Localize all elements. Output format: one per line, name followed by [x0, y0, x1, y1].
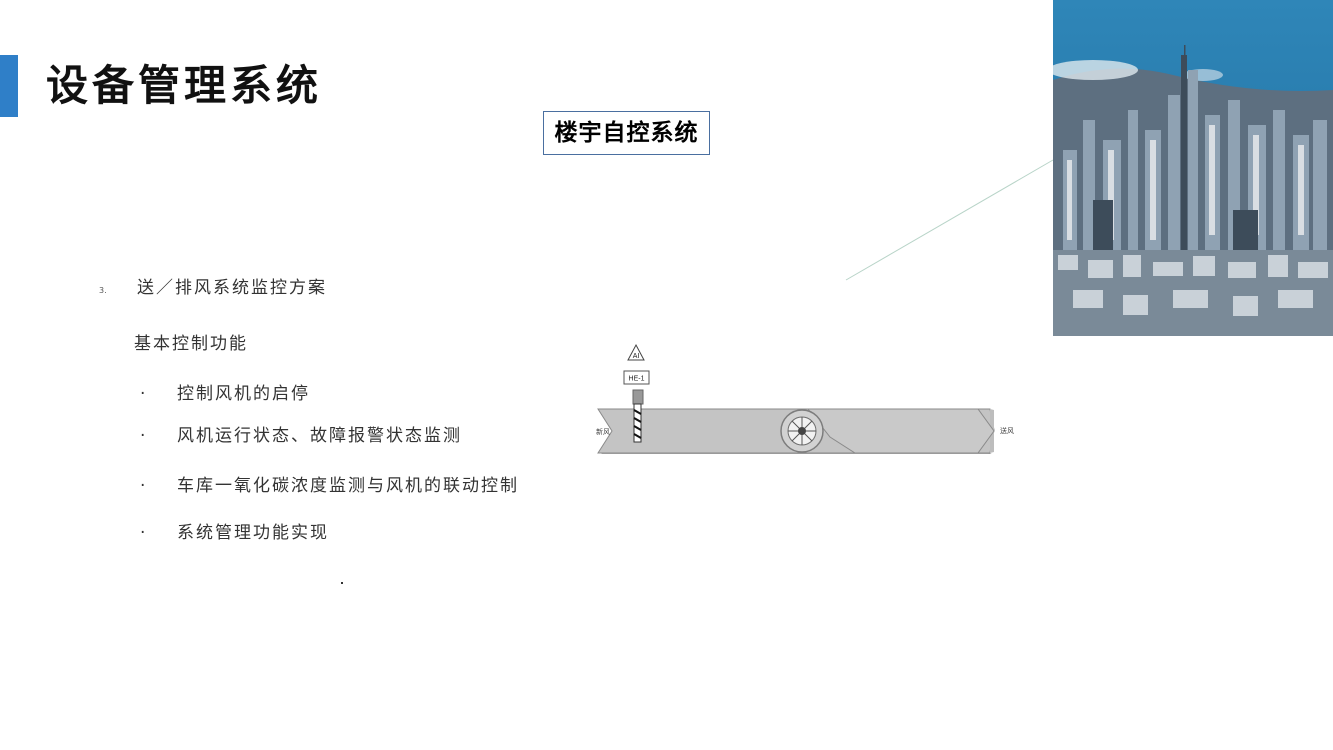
- sensor-type-label: AI: [633, 353, 640, 360]
- bullet-text: 控制风机的启停: [177, 384, 310, 404]
- inlet-label: 新风: [596, 427, 610, 436]
- supply-fan-diagram: AI HE-1 新风 送风: [596, 343, 1014, 454]
- sensor-symbol: AI HE-1: [623, 343, 650, 385]
- bullet-text: 车库一氧化碳浓度监测与风机的联动控制: [177, 476, 519, 496]
- sub-title: 基本控制功能: [134, 334, 248, 354]
- outlet-label: 送风: [1000, 426, 1014, 435]
- bullet-item: · 系统管理功能实现: [140, 518, 329, 543]
- city-aerial-photo: [1053, 0, 1333, 336]
- bullet-dot: ·: [140, 426, 148, 446]
- bullet-item: · 车库一氧化碳浓度监测与风机的联动控制: [140, 471, 519, 496]
- bullet-text: 风机运行状态、故障报警状态监测: [177, 426, 462, 446]
- damper-sensor: [632, 389, 644, 443]
- stray-dot: [341, 582, 343, 584]
- fan-icon: [780, 409, 824, 453]
- section-title: 送／排风系统监控方案: [137, 278, 327, 298]
- page-title: 设备管理系统: [46, 61, 323, 110]
- bullet-item: · 控制风机的启停: [140, 379, 310, 404]
- bullet-dot: ·: [140, 476, 148, 496]
- sensor-tag-label: HE-1: [629, 376, 645, 383]
- bullet-text: 系统管理功能实现: [177, 523, 329, 543]
- title-accent-bar: [0, 55, 18, 117]
- section-number: 3.: [99, 286, 107, 295]
- system-title-box: 楼宇自控系统: [543, 111, 710, 155]
- bullet-item: · 风机运行状态、故障报警状态监测: [140, 421, 462, 446]
- bullet-dot: ·: [140, 523, 148, 543]
- bullet-dot: ·: [140, 384, 148, 404]
